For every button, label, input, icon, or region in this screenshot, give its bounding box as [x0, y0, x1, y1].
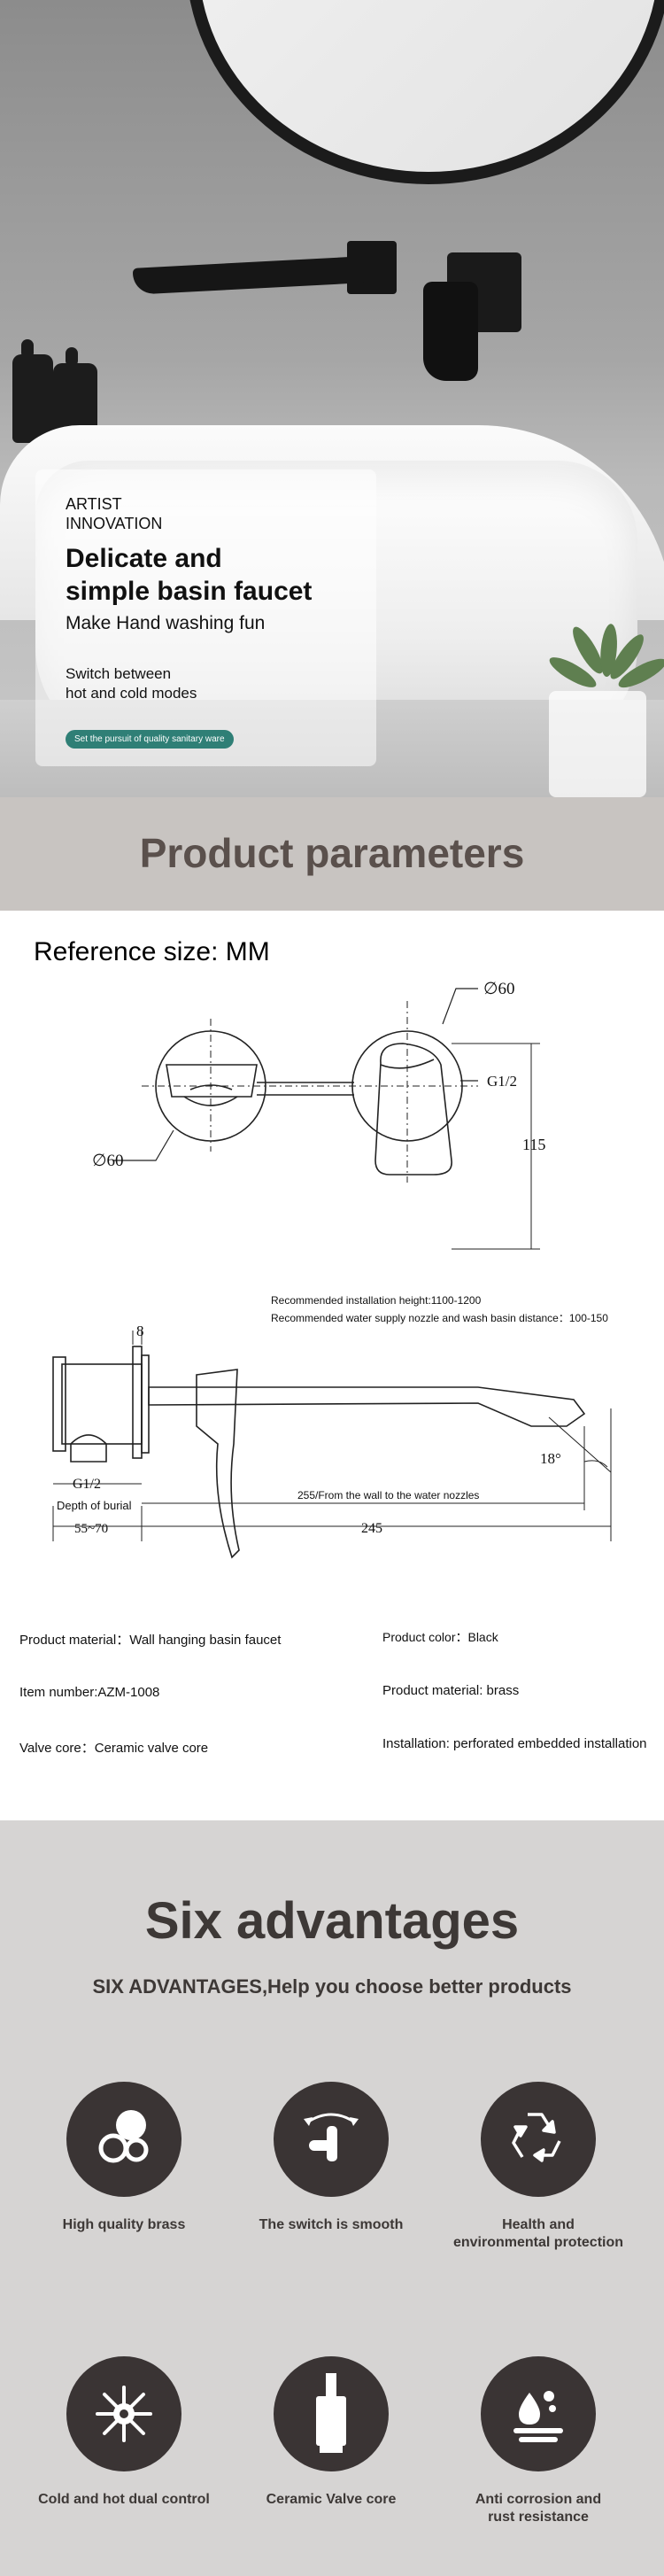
advantage-label-line2: environmental protection: [452, 2235, 624, 2250]
parameters-banner: Product parameters: [0, 797, 664, 911]
advantage-hot-cold: Cold and hot dual control: [27, 2356, 221, 2509]
advantage-label: Anti corrosion and: [475, 2492, 602, 2507]
svg-text:G1/2: G1/2: [487, 1073, 517, 1090]
svg-text:∅60: ∅60: [483, 980, 515, 998]
advantage-label-line2: rust resistance: [488, 2510, 589, 2525]
advantage-label: The switch is smooth: [259, 2217, 404, 2232]
anti-corrosion-icon: [481, 2356, 596, 2471]
svg-text:255/From the wall to the water: 255/From the wall to the water nozzles: [297, 1489, 479, 1501]
svg-text:55~70: 55~70: [74, 1522, 108, 1536]
advantage-label: Health and: [502, 2217, 575, 2232]
brass-icon: [66, 2082, 181, 2197]
svg-text:∅60: ∅60: [92, 1152, 124, 1170]
smooth-switch-icon: [274, 2082, 389, 2197]
advantages-section: Six advantages SIX ADVANTAGES,Help you c…: [0, 1820, 664, 2576]
svg-text:245: 245: [361, 1521, 382, 1536]
spec-item-number: Item number:AZM-1008: [19, 1685, 160, 1700]
svg-text:Recommended installation heigh: Recommended installation height:1100-120…: [271, 1294, 482, 1307]
parameters-heading: Product parameters: [139, 830, 525, 876]
spec-color: Product color：Black: [382, 1630, 498, 1644]
hot-cold-icon: [66, 2356, 181, 2471]
plant-pot-image: [549, 691, 646, 797]
faucet-handle-image: [423, 282, 478, 381]
advantage-label: Cold and hot dual control: [38, 2492, 210, 2507]
svg-text:115: 115: [522, 1136, 545, 1153]
faucet-spout-image: [133, 256, 365, 295]
spout-side-outline: [148, 1386, 586, 1427]
hero-section: ARTIST INNOVATION Delicate and simple ba…: [0, 0, 664, 797]
spec-installation: Installation: perforated embedded instal…: [382, 1736, 647, 1751]
slogan-badge: Set the pursuit of quality sanitary ware: [66, 730, 234, 749]
advantage-smooth-switch: The switch is smooth: [234, 2082, 429, 2234]
svg-text:Recommended water supply nozzl: Recommended water supply nozzle and wash…: [271, 1312, 608, 1324]
valve-core-icon: [274, 2356, 389, 2471]
dimension-diagram: ∅60 ∅60 G1/2 115 Recommended installatio…: [52, 980, 612, 1559]
advantages-title: Six advantages: [144, 1892, 520, 1950]
hero-description: Switch between hot and cold modes: [66, 665, 197, 702]
spec-material-brass: Product material: brass: [382, 1683, 520, 1698]
hero-subtitle: Make Hand washing fun: [66, 613, 266, 633]
brand-name: ARTIST INNOVATION: [66, 495, 163, 532]
advantage-label: High quality brass: [62, 2217, 186, 2232]
recycle-icon: [481, 2082, 596, 2197]
advantage-brass: High quality brass: [27, 2082, 221, 2234]
specifications: Product material：Wall hanging basin fauc…: [0, 1630, 664, 1789]
handle-outline: [374, 1043, 452, 1175]
advantage-valve-core: Ceramic Valve core: [234, 2356, 429, 2509]
spec-valve-core: Valve core：Ceramic valve core: [19, 1741, 209, 1756]
hero-text-card: ARTIST INNOVATION Delicate and simple ba…: [35, 469, 376, 766]
advantage-label: Ceramic Valve core: [266, 2492, 397, 2507]
spec-material: Product material：Wall hanging basin fauc…: [19, 1633, 282, 1648]
svg-text:Depth of burial: Depth of burial: [57, 1499, 132, 1512]
reference-size-label: Reference size: MM: [34, 937, 270, 966]
advantage-anti-corrosion: Anti corrosion and rust resistance: [441, 2356, 636, 2526]
mirror-image: [186, 0, 664, 184]
soap-bottle-image: [12, 354, 53, 443]
advantages-subtitle: SIX ADVANTAGES,Help you choose better pr…: [92, 1975, 572, 1998]
svg-text:18°: 18°: [540, 1450, 561, 1467]
advantage-health: Health and environmental protection: [441, 2082, 636, 2252]
svg-text:8: 8: [136, 1323, 144, 1339]
svg-text:G1/2: G1/2: [73, 1477, 101, 1492]
plant-image: [540, 620, 664, 797]
handle-side-outline: [196, 1369, 240, 1559]
hero-title: Delicate and simple basin faucet: [66, 544, 313, 606]
